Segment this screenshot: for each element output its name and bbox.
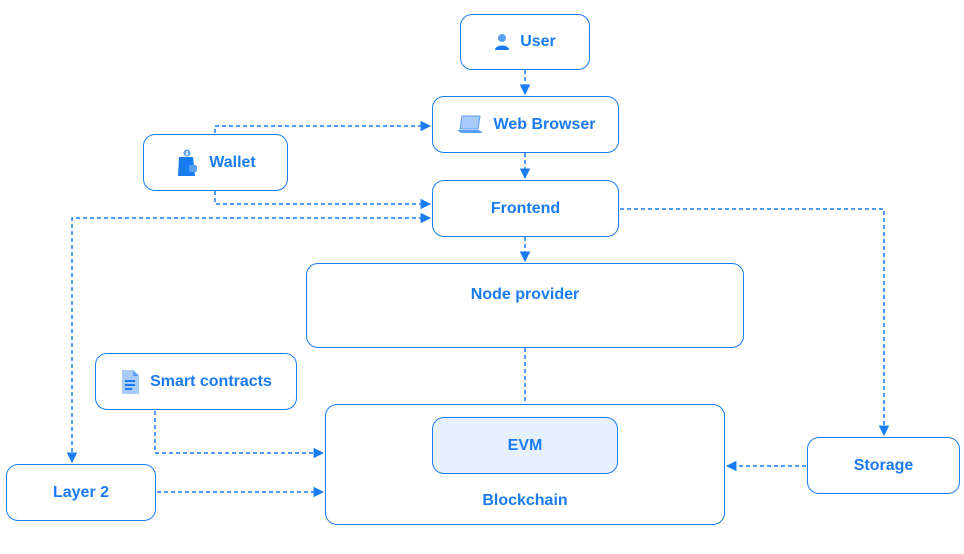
edge-frontend-to-storage: [620, 208, 890, 437]
layer2-node[interactable]: Layer 2: [6, 464, 156, 521]
evm-node[interactable]: EVM: [432, 417, 618, 474]
storage-label: Storage: [853, 456, 914, 474]
edge-wallet-to-web-browser: [214, 120, 432, 133]
user-icon: [494, 33, 510, 51]
frontend-label: Frontend: [490, 199, 561, 217]
user-label: User: [520, 33, 556, 50]
storage-node[interactable]: Storage: [807, 437, 960, 494]
wallet-icon: $: [175, 149, 199, 177]
user-node[interactable]: User: [460, 14, 590, 70]
wallet-node[interactable]: $ Wallet: [143, 134, 288, 191]
svg-text:$: $: [185, 151, 189, 157]
laptop-icon: [456, 114, 484, 136]
wallet-label: Wallet: [209, 153, 256, 171]
edge-smart-contracts-to-blockchain: [154, 411, 325, 459]
evm-label: EVM: [507, 436, 543, 454]
smart-contracts-node[interactable]: Smart contracts: [95, 353, 297, 410]
layer2-label: Layer 2: [52, 483, 110, 501]
edge-frontend-to-layer2: [66, 212, 432, 464]
document-icon: [120, 369, 140, 395]
node-provider-node[interactable]: Node provider: [306, 263, 744, 348]
node-provider-label: Node provider: [470, 286, 580, 303]
frontend-node[interactable]: Frontend: [432, 180, 619, 237]
blockchain-label: Blockchain: [482, 492, 568, 509]
smart-contracts-label: Smart contracts: [150, 372, 272, 390]
web-browser-node[interactable]: Web Browser: [432, 96, 619, 153]
web-browser-label: Web Browser: [493, 115, 596, 133]
edge-wallet-to-frontend: [214, 191, 432, 210]
